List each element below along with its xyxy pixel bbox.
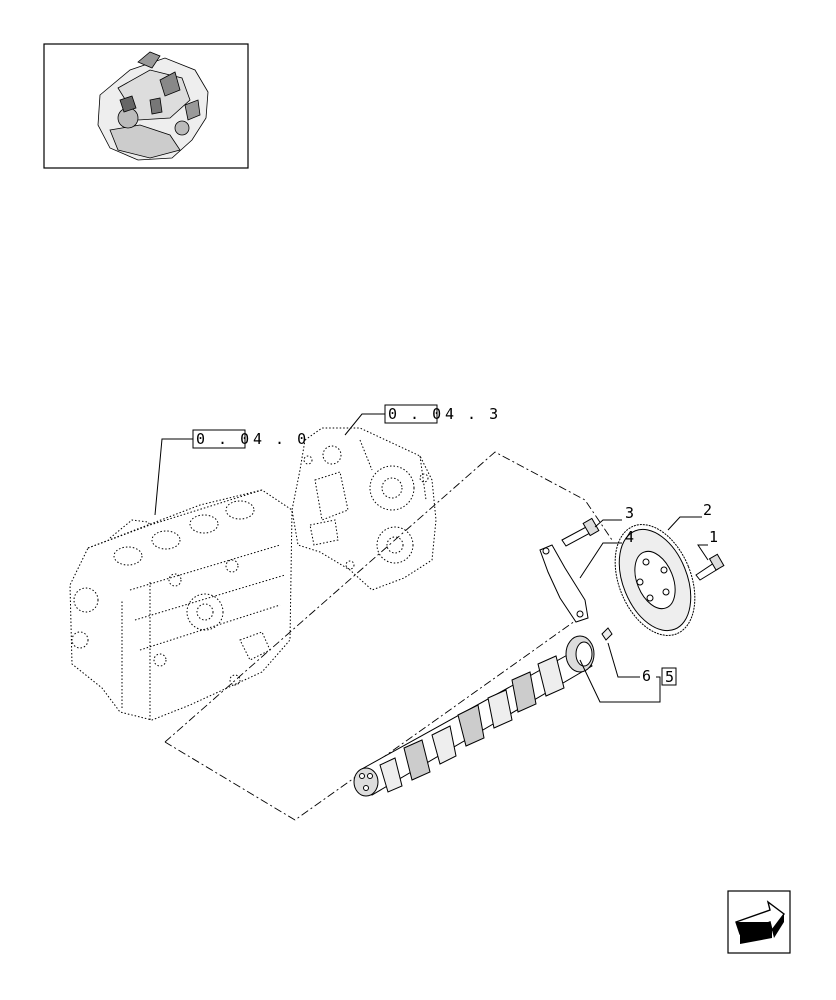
- callout-2: 2: [703, 501, 712, 519]
- next-page-arrow-icon: [735, 900, 785, 944]
- engine-assembly-thumbnail-icon: [97, 51, 209, 161]
- next-page-button[interactable]: [727, 890, 791, 954]
- reference-040-suffix: 4 . 0: [253, 430, 308, 448]
- assembly-boundary: [164, 451, 613, 821]
- camshaft-gear: [614, 524, 696, 636]
- callout-3: 3: [625, 504, 634, 522]
- thrust-plate: [539, 544, 589, 623]
- kit-reference-5[interactable]: 5: [661, 667, 677, 686]
- callout-6: 6: [642, 667, 651, 685]
- plate-bolt: [561, 517, 600, 547]
- timing-gear-cover: [291, 427, 437, 591]
- kit-reference-number: 5: [665, 668, 674, 686]
- reference-043-suffix: 4 . 3: [445, 405, 500, 423]
- leader-lines: [579, 516, 709, 703]
- callout-1: 1: [709, 528, 718, 546]
- dowel-pin: [601, 627, 613, 641]
- gear-bolt: [695, 553, 725, 581]
- reference-040-boxed: 0 . 0: [196, 430, 251, 448]
- reference-label-043[interactable]: 0 . 0 4 . 3: [344, 404, 500, 436]
- camshaft: [353, 635, 595, 797]
- engine-thumbnail[interactable]: [43, 43, 249, 169]
- callout-4: 4: [625, 528, 634, 546]
- engine-block: [69, 489, 293, 721]
- reference-043-boxed: 0 . 0: [388, 405, 443, 423]
- reference-label-040[interactable]: 0 . 0 4 . 0: [154, 429, 308, 516]
